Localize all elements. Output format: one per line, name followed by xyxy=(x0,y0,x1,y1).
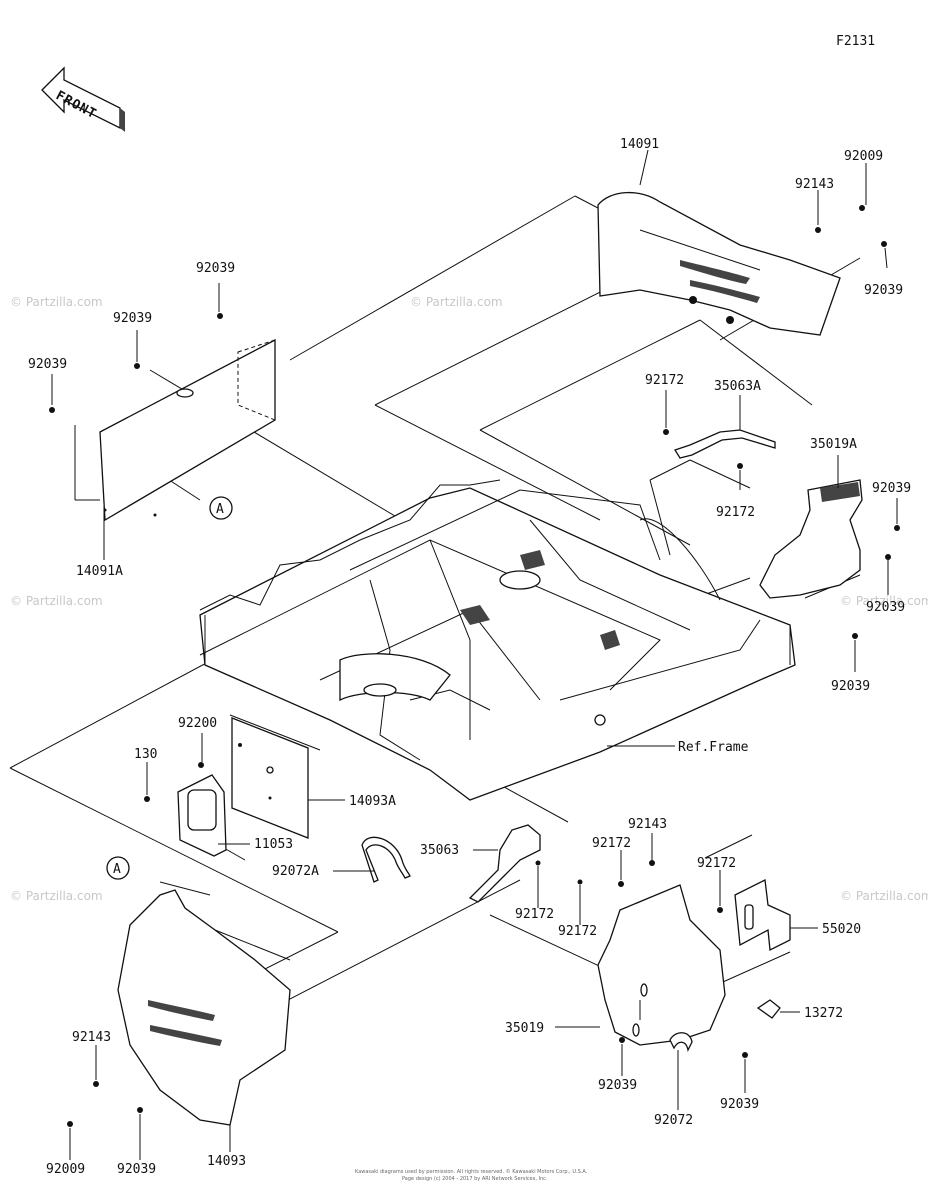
watermark-4: © Partzilla.com xyxy=(840,594,928,608)
label-35019: 35019 xyxy=(505,1021,544,1036)
watermarks: © Partzilla.com © Partzilla.com © Partzi… xyxy=(10,295,928,903)
label-92200: 92200 xyxy=(178,716,217,731)
guard-35019A xyxy=(759,479,900,639)
label-92039-bottom: 92039 xyxy=(117,1162,156,1177)
label-92172-e: 92172 xyxy=(515,907,554,922)
bracket-35063A xyxy=(663,429,776,469)
bracket-11053 xyxy=(144,762,227,857)
side-cover-14091A xyxy=(99,338,276,522)
front-arrow-icon: FRONT xyxy=(41,66,125,132)
callout-A-upper: A xyxy=(209,496,233,520)
callout-A-upper-label: A xyxy=(216,502,224,517)
label-92039-b: 92039 xyxy=(113,311,152,326)
label-92039-m2: 92039 xyxy=(720,1097,759,1112)
footer-line-1: Kawasaki diagrams used by permission. Al… xyxy=(355,1168,588,1175)
label-14093: 14093 xyxy=(207,1154,246,1169)
label-92143-top: 92143 xyxy=(795,177,834,192)
label-14091A: 14091A xyxy=(76,564,123,579)
callout-A-lower-label: A xyxy=(113,862,121,877)
label-92172-f: 92172 xyxy=(558,924,597,939)
label-14093A: 14093A xyxy=(349,794,396,809)
bolt-markers xyxy=(49,205,887,413)
bracket-35063 xyxy=(468,824,583,903)
label-11053: 11053 xyxy=(254,837,293,852)
label-92039-c: 92039 xyxy=(28,357,67,372)
clamp-92072 xyxy=(669,1032,693,1052)
label-92172-b: 92172 xyxy=(716,505,755,520)
band-92072A xyxy=(361,836,411,883)
label-13272: 13272 xyxy=(804,1006,843,1021)
cover-14093 xyxy=(67,889,291,1127)
frame-ref xyxy=(199,479,796,801)
label-leaders xyxy=(51,149,898,1160)
part-labels: 14091 92009 92143 92039 92039 92039 9203… xyxy=(28,137,911,1177)
label-35063A: 35063A xyxy=(714,379,761,394)
label-92009-bottom: 92009 xyxy=(46,1162,85,1177)
bracket-55020 xyxy=(734,879,791,952)
label-92172-d: 92172 xyxy=(697,856,736,871)
label-92009-top: 92009 xyxy=(844,149,883,164)
label-92072A: 92072A xyxy=(272,864,319,879)
guard-35019 xyxy=(597,860,748,1058)
label-14091: 14091 xyxy=(620,137,659,152)
label-35019A: 35019A xyxy=(810,437,857,452)
cover-14091 xyxy=(597,191,841,336)
clip-13272 xyxy=(756,999,781,1019)
label-130: 130 xyxy=(134,747,157,762)
callout-A-lower: A xyxy=(106,856,130,880)
figure-code: F2131 xyxy=(836,34,875,49)
label-92039-top-right: 92039 xyxy=(864,283,903,298)
label-92039-r3: 92039 xyxy=(831,679,870,694)
label-92039-a: 92039 xyxy=(196,261,235,276)
label-35063: 35063 xyxy=(420,843,459,858)
plate-14093A xyxy=(231,717,309,839)
label-92172-c: 92172 xyxy=(592,836,631,851)
label-92172-a: 92172 xyxy=(645,373,684,388)
label-ref-frame: Ref.Frame xyxy=(678,740,749,755)
watermark-2: © Partzilla.com xyxy=(410,295,503,309)
label-92039-r1: 92039 xyxy=(872,481,911,496)
label-92039-r2: 92039 xyxy=(866,600,905,615)
label-92143-mid: 92143 xyxy=(628,817,667,832)
label-92039-m1: 92039 xyxy=(598,1078,637,1093)
watermark-6: © Partzilla.com xyxy=(840,889,928,903)
label-92143-bottom: 92143 xyxy=(72,1030,111,1045)
watermark-1: © Partzilla.com xyxy=(10,295,103,309)
watermark-3: © Partzilla.com xyxy=(10,594,103,608)
watermark-5: © Partzilla.com xyxy=(10,889,103,903)
footer-line-2: Page design (c) 2004 - 2017 by ARI Netwo… xyxy=(402,1176,548,1182)
label-92072: 92072 xyxy=(654,1113,693,1128)
label-55020: 55020 xyxy=(822,922,861,937)
